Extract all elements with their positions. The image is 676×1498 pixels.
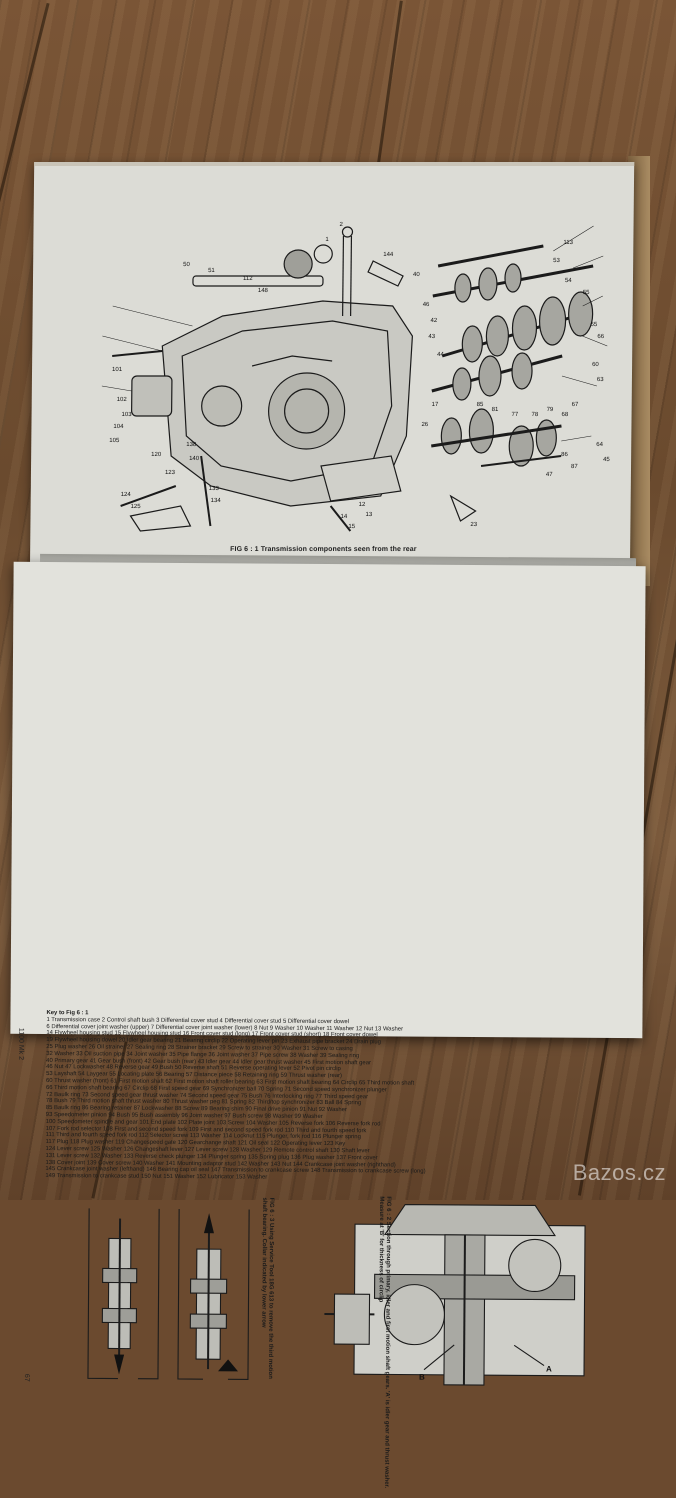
- svg-text:144: 144: [383, 252, 394, 258]
- svg-text:40: 40: [413, 272, 420, 278]
- top-page: 50 51 112 148 2 1 144 53 54 55 113 40 46 42 43 44 1…: [29, 162, 635, 586]
- watermark-text: Bazos.cz: [572, 1160, 666, 1185]
- svg-text:87: 87: [571, 464, 578, 470]
- figure-2-caption: FIG 6 : 2 Section through primary, idler…: [375, 1196, 391, 1496]
- svg-text:46: 46: [423, 302, 430, 308]
- svg-text:65: 65: [590, 322, 597, 328]
- svg-text:64: 64: [596, 442, 603, 448]
- svg-text:81: 81: [492, 407, 499, 413]
- svg-text:51: 51: [208, 268, 215, 274]
- svg-text:26: 26: [421, 422, 428, 428]
- svg-text:63: 63: [597, 377, 604, 383]
- svg-text:43: 43: [428, 334, 435, 340]
- svg-text:14: 14: [340, 514, 347, 520]
- exploded-transmission-diagram: 50 51 112 148 2 1 144 53 54 55 113 40 46 42 43 44 1…: [101, 222, 610, 532]
- svg-text:77: 77: [512, 412, 519, 418]
- section-diagrams: FIG 6 : 3 Using Service Tool 18G 613 to …: [68, 1192, 629, 1488]
- svg-text:104: 104: [113, 424, 124, 430]
- svg-text:2: 2: [340, 222, 344, 228]
- figure-1-caption: FIG 6 : 1 Transmission components seen f…: [230, 546, 417, 553]
- manual-booklet: 50 51 112 148 2 1 144 53 54 55 113 40 46 42 43 44 1…: [10, 152, 650, 1488]
- svg-text:101: 101: [112, 367, 123, 373]
- svg-text:120: 120: [151, 452, 162, 458]
- svg-text:85: 85: [477, 402, 484, 408]
- gear-section-diagram: B A: [324, 1203, 586, 1386]
- svg-text:45: 45: [603, 457, 610, 463]
- svg-text:50: 50: [183, 262, 190, 268]
- svg-text:23: 23: [470, 522, 477, 528]
- svg-text:105: 105: [109, 438, 120, 444]
- svg-text:148: 148: [258, 288, 269, 294]
- svg-text:1: 1: [325, 237, 329, 243]
- svg-text:138: 138: [186, 442, 197, 448]
- figure-2-caption-text: FIG 6 : 2 Section through primary, idler…: [377, 1196, 392, 1489]
- bottom-page: 1100 Mk 2 67 Key to Fig 6 : 1 1 Transmis…: [10, 561, 646, 1488]
- svg-text:86: 86: [561, 452, 568, 458]
- svg-text:60: 60: [592, 362, 599, 368]
- svg-text:47: 47: [546, 472, 553, 478]
- svg-text:78: 78: [532, 412, 539, 418]
- svg-text:55: 55: [583, 290, 590, 296]
- svg-text:15: 15: [348, 524, 355, 530]
- svg-text:66: 66: [597, 334, 604, 340]
- svg-text:125: 125: [131, 504, 142, 510]
- booklet-cover-edge: [628, 156, 650, 586]
- section-label-b: B: [419, 1373, 425, 1382]
- page-number: 67: [22, 1373, 30, 1382]
- svg-text:17: 17: [432, 402, 439, 408]
- svg-text:79: 79: [547, 407, 554, 413]
- svg-text:134: 134: [211, 498, 222, 504]
- svg-text:54: 54: [565, 278, 572, 284]
- svg-text:112: 112: [243, 276, 253, 282]
- svg-text:13: 13: [365, 512, 372, 518]
- figure-3-caption-text: FIG 6 : 3 Using Service Tool 18G 613 to …: [260, 1197, 275, 1379]
- svg-text:133: 133: [209, 486, 220, 492]
- svg-text:140: 140: [189, 456, 200, 462]
- service-tool-diagram: [87, 1208, 250, 1381]
- svg-text:53: 53: [553, 258, 560, 264]
- figure-3-caption: FIG 6 : 3 Using Service Tool 18G 613 to …: [259, 1198, 274, 1388]
- svg-text:113: 113: [563, 240, 573, 246]
- svg-text:102: 102: [117, 397, 128, 403]
- svg-text:68: 68: [562, 412, 569, 418]
- svg-text:67: 67: [572, 402, 579, 408]
- svg-text:124: 124: [121, 492, 132, 498]
- svg-text:123: 123: [165, 470, 176, 476]
- svg-text:12: 12: [359, 502, 366, 508]
- section-label-a: A: [546, 1365, 552, 1374]
- parts-key: Key to Fig 6 : 1 1 Transmission case 2 C…: [45, 1010, 626, 1184]
- svg-text:42: 42: [431, 318, 438, 324]
- svg-text:103: 103: [122, 412, 133, 418]
- svg-text:44: 44: [437, 352, 444, 358]
- page-header-model: 1100 Mk 2: [17, 1027, 25, 1061]
